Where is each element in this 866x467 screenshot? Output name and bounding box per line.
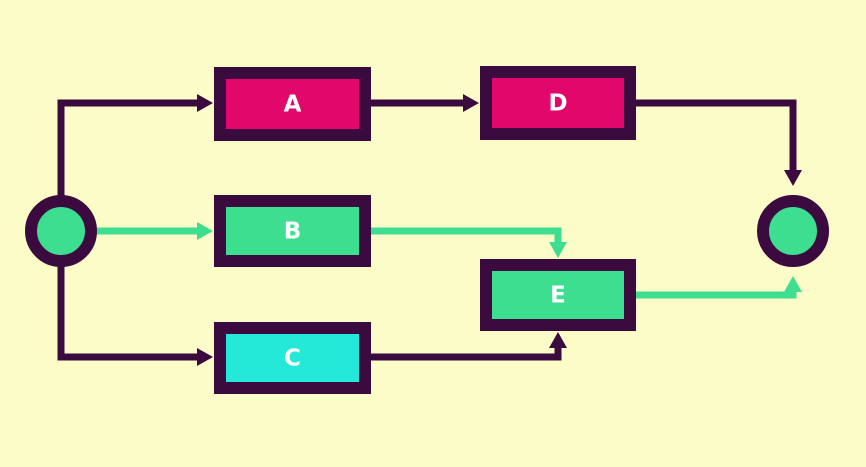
edge-a-to-d-arrowhead	[463, 94, 479, 112]
node-e-fill	[492, 271, 624, 319]
node-a-label: A	[284, 92, 302, 118]
edge-start-to-b-arrowhead	[197, 222, 213, 240]
edge-c-to-e-arrowhead	[549, 332, 567, 348]
start-node[interactable]	[25, 195, 97, 267]
edge-start-to-c-arrowhead	[197, 348, 213, 366]
node-d-fill	[492, 78, 624, 128]
node-d[interactable]: D	[480, 66, 636, 140]
edge-c-to-e	[363, 348, 562, 361]
end-node-circle[interactable]	[757, 195, 829, 267]
arrowheads-layer	[197, 94, 802, 366]
edge-d-to-end	[628, 99, 797, 170]
edge-b-to-e-arrowhead	[549, 242, 567, 258]
edge-d-to-end-arrowhead	[784, 170, 802, 186]
node-a[interactable]: A	[214, 67, 371, 141]
edge-start-to-c	[57, 231, 197, 361]
edge-e-to-end-arrowhead	[784, 276, 802, 292]
node-b-fill	[226, 207, 359, 255]
end-node[interactable]	[757, 195, 829, 267]
nodes-layer: A B C D E	[214, 66, 636, 394]
terminals-layer	[25, 195, 829, 267]
edges-layer	[57, 99, 797, 361]
node-b-label: B	[284, 219, 302, 245]
node-d-label: D	[548, 91, 567, 117]
edge-b-to-e	[363, 227, 562, 242]
start-node-circle[interactable]	[25, 195, 97, 267]
edge-start-to-a-arrowhead	[197, 94, 213, 112]
edge-start-to-a	[57, 99, 197, 231]
node-c-fill	[226, 334, 359, 382]
node-a-fill	[226, 79, 359, 129]
node-c[interactable]: C	[214, 322, 371, 394]
node-e-label: E	[550, 283, 566, 309]
node-c-label: C	[284, 346, 301, 372]
node-b[interactable]: B	[214, 195, 371, 267]
node-e[interactable]: E	[480, 259, 636, 331]
edge-e-to-end	[628, 291, 797, 299]
